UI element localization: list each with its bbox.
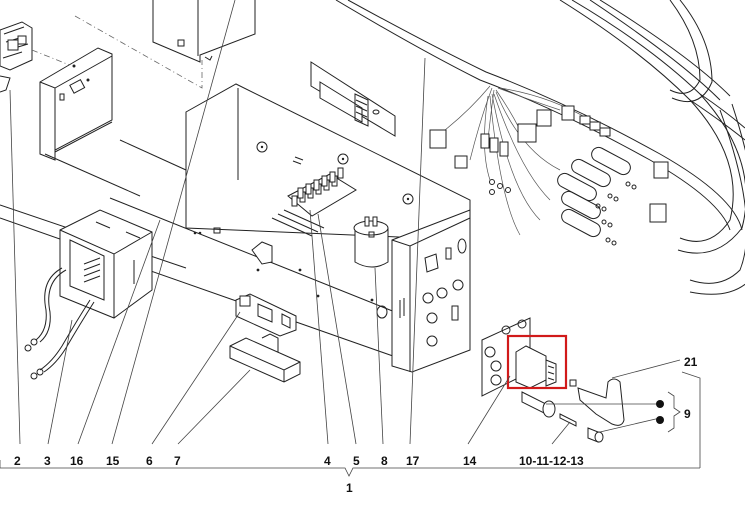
terminal-pin: [297, 187, 304, 199]
harness-connectors: [429, 105, 669, 246]
callout-4: 4: [324, 454, 331, 468]
main-chassis: [0, 83, 471, 373]
callout-2: 2: [14, 454, 21, 468]
mounting-bracket: [39, 47, 141, 197]
terminal-pin: [321, 175, 328, 187]
callout-5: 5: [353, 454, 360, 468]
callout-17: 17: [406, 454, 420, 468]
bullet-point: [656, 400, 664, 408]
fuse-holder: [521, 379, 604, 443]
callout-7: 7: [174, 454, 181, 468]
callout-8: 8: [381, 454, 388, 468]
callout-leaders: [0, 0, 701, 477]
transformer: [24, 209, 153, 380]
callout-15: 15: [106, 454, 120, 468]
terminal-pin: [329, 171, 336, 183]
callout-10-11-12-13: 10-11-12-13: [519, 454, 584, 468]
highlight-box: [506, 334, 568, 390]
terminal-pin: [337, 167, 344, 179]
switch-module: [515, 345, 557, 389]
callout-6: 6: [146, 454, 153, 468]
terminal-pin: [313, 179, 320, 191]
callout-3: 3: [44, 454, 51, 468]
terminal-cover: [229, 333, 301, 383]
assembly-guide-line: [31, 49, 73, 67]
callout-21: 21: [684, 355, 698, 369]
terminal-pin: [305, 183, 312, 195]
capacitor: [353, 216, 389, 268]
cover-panel: [152, 0, 256, 63]
assembly-guide-line: [74, 15, 203, 89]
terminal-pin: [291, 195, 298, 207]
selector-knob: [577, 378, 625, 426]
callout-16: 16: [70, 454, 84, 468]
control-board: [235, 293, 297, 337]
callout-9: 9: [684, 407, 691, 421]
terminal-block: [271, 167, 357, 237]
bullet-point: [656, 416, 664, 424]
pcb-module-top-left: [0, 21, 33, 93]
relay-module: [310, 61, 396, 137]
callout-1-assembly: 1: [346, 481, 353, 495]
callout-14: 14: [463, 454, 477, 468]
